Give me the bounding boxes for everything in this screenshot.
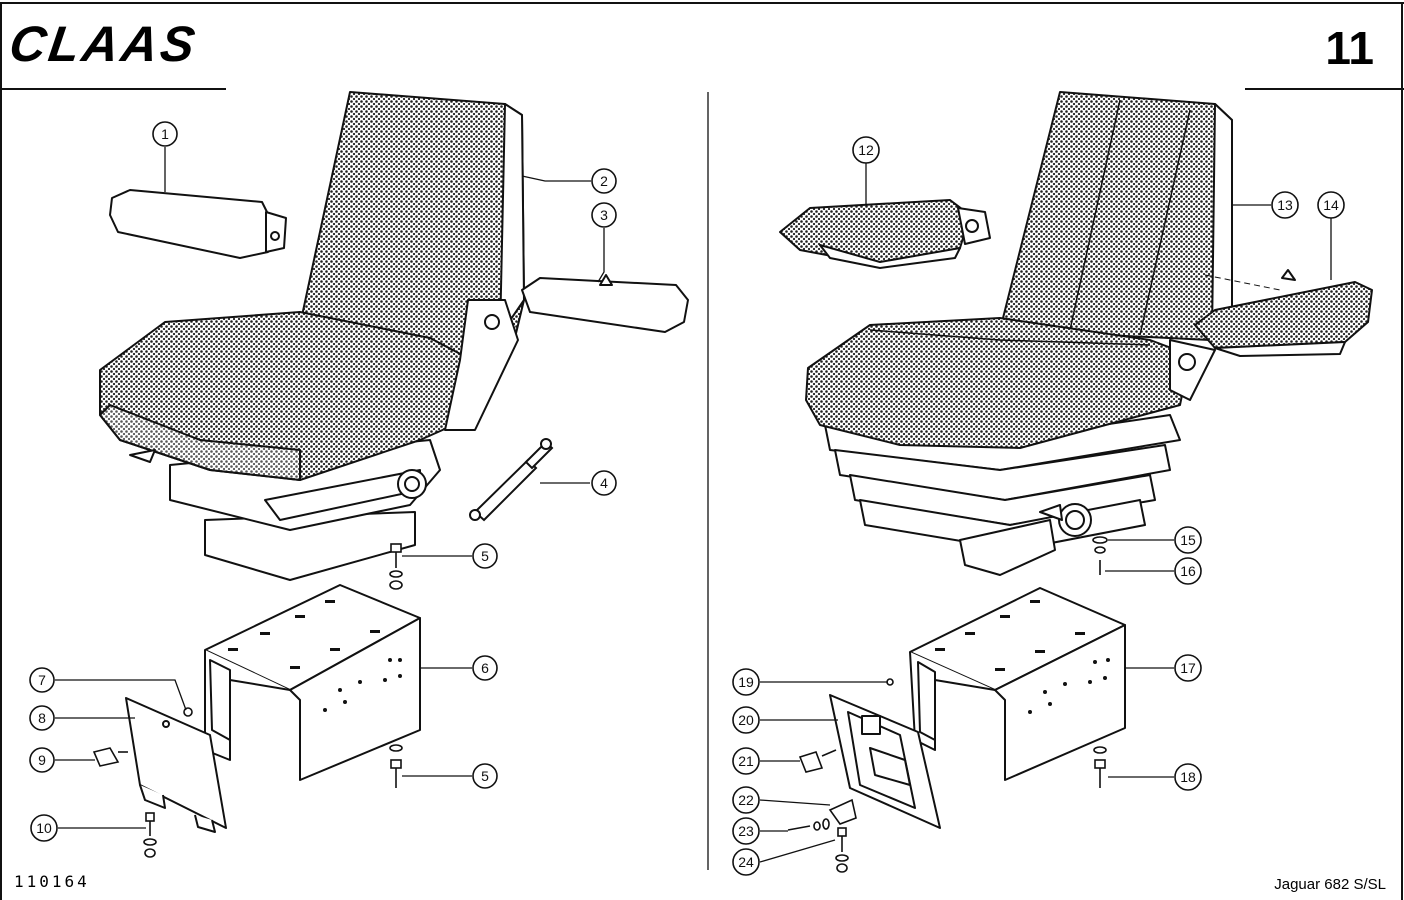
svg-text:12: 12 <box>858 142 874 158</box>
callout-10: 10 <box>30 814 58 842</box>
svg-text:24: 24 <box>738 854 754 870</box>
svg-text:4: 4 <box>600 475 608 491</box>
callout-9: 9 <box>29 747 55 773</box>
small-parts-right <box>787 678 1107 873</box>
cover-plate-20 <box>829 694 941 829</box>
callout-15: 15 <box>1174 526 1202 554</box>
callout-3: 3 <box>591 202 617 228</box>
seat-left <box>99 91 525 581</box>
svg-text:1: 1 <box>161 126 169 142</box>
mounting-console-6 <box>204 584 421 781</box>
mounting-console-17 <box>909 587 1126 781</box>
armrest-3 <box>521 274 689 333</box>
svg-text:16: 16 <box>1180 563 1196 579</box>
svg-text:15: 15 <box>1180 532 1196 548</box>
callout-17: 17 <box>1174 654 1202 682</box>
svg-text:6: 6 <box>481 660 489 676</box>
callout-1: 1 <box>152 121 178 147</box>
callout-21: 21 <box>732 747 760 775</box>
small-parts-left <box>92 707 403 858</box>
callout-12: 12 <box>852 136 880 164</box>
svg-text:5: 5 <box>481 768 489 784</box>
callout-22: 22 <box>732 786 760 814</box>
document-number: 110164 <box>14 872 90 891</box>
callout-2: 2 <box>591 168 617 194</box>
callout-24: 24 <box>732 848 760 876</box>
svg-text:19: 19 <box>738 674 754 690</box>
callout-13: 13 <box>1271 191 1299 219</box>
svg-text:23: 23 <box>738 823 754 839</box>
armrest-12 <box>779 199 991 269</box>
callout-leaders <box>55 147 1332 863</box>
armrest-1 <box>109 189 287 259</box>
callout-18: 18 <box>1174 763 1202 791</box>
svg-text:21: 21 <box>738 753 754 769</box>
svg-text:2: 2 <box>600 173 608 189</box>
bolt-set-5-upper <box>389 543 403 590</box>
svg-text:5: 5 <box>481 548 489 564</box>
callout-5-upper: 5 <box>472 543 498 569</box>
callout-8: 8 <box>29 705 55 731</box>
callout-4: 4 <box>591 470 617 496</box>
svg-text:9: 9 <box>38 752 46 768</box>
page-number: 11 <box>1325 22 1374 74</box>
armrest-14 <box>1194 269 1373 357</box>
callout-19: 19 <box>732 668 760 696</box>
cover-plate-8 <box>125 697 227 833</box>
svg-text:8: 8 <box>38 710 46 726</box>
small-parts-right-upper <box>1092 536 1108 575</box>
callout-14: 14 <box>1317 191 1345 219</box>
svg-text:18: 18 <box>1180 769 1196 785</box>
svg-text:13: 13 <box>1277 197 1293 213</box>
svg-text:3: 3 <box>600 207 608 223</box>
svg-text:17: 17 <box>1180 660 1196 676</box>
svg-text:14: 14 <box>1323 197 1339 213</box>
model-name: Jaguar 682 S/SL <box>1274 876 1386 893</box>
svg-text:20: 20 <box>738 712 754 728</box>
callout-23: 23 <box>732 817 760 845</box>
gas-strut-4 <box>469 438 554 522</box>
callout-6: 6 <box>472 655 498 681</box>
callout-20: 20 <box>732 706 760 734</box>
callout-7: 7 <box>29 667 55 693</box>
svg-text:22: 22 <box>738 792 754 808</box>
seat-right <box>805 91 1233 576</box>
svg-text:7: 7 <box>38 672 46 688</box>
callout-16: 16 <box>1174 557 1202 585</box>
callout-5-lower: 5 <box>472 763 498 789</box>
svg-text:10: 10 <box>36 820 52 836</box>
